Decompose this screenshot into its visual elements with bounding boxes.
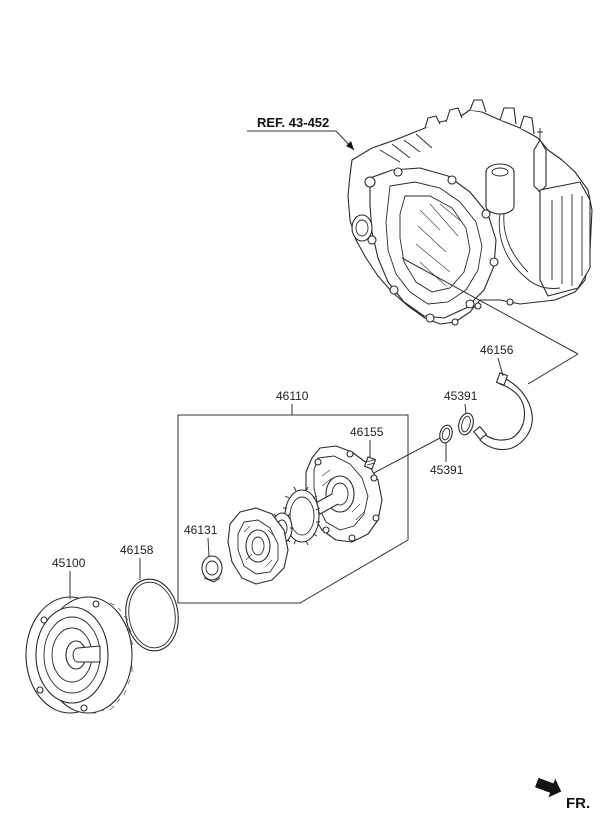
front-direction-indicator: FR.: [535, 777, 590, 812]
reference-label: REF. 43-452: [257, 115, 329, 130]
pump-assembly-box: [177, 414, 409, 604]
label-46131: 46131: [184, 523, 218, 537]
label-45391-upper: 45391: [444, 389, 478, 403]
housing-leaders: [401, 257, 579, 385]
snap-ring: [473, 372, 533, 451]
label-45391-lower: 45391: [430, 463, 464, 477]
label-45100: 45100: [52, 556, 86, 570]
label-46158: 46158: [120, 543, 154, 557]
pump-cover: [227, 507, 289, 585]
reference-callout: REF. 43-452: [247, 115, 355, 151]
seal-ring-lower: [439, 424, 453, 444]
label-46156: 46156: [480, 343, 514, 357]
seal-ring-upper: [458, 412, 474, 436]
front-arrow-icon: [535, 777, 562, 798]
reference-arrow-icon: [346, 141, 354, 150]
torque-converter: [25, 596, 134, 714]
label-46155: 46155: [350, 425, 384, 439]
pump-seal: [201, 555, 223, 583]
shaft-alignment-line: [371, 437, 441, 475]
transaxle-housing: [347, 99, 593, 326]
pump-bolt: [363, 456, 377, 470]
label-46110: 46110: [276, 389, 309, 403]
front-label: FR.: [566, 795, 590, 812]
